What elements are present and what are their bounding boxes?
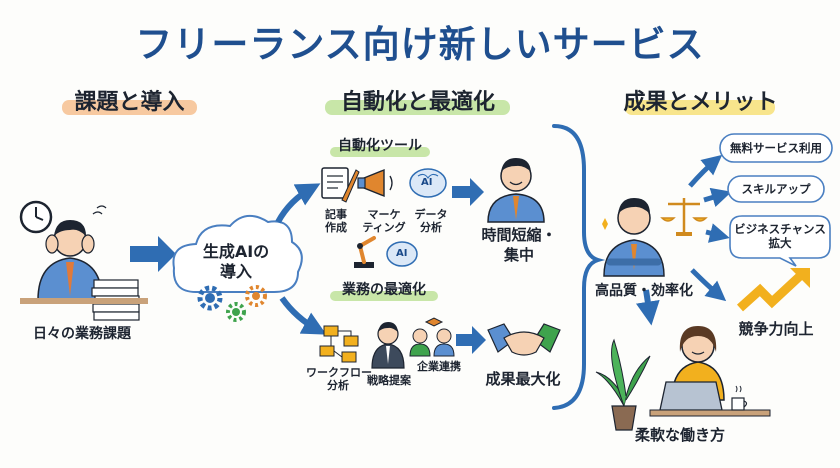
- tools-heading: 自動化ツール: [338, 138, 422, 154]
- businessman-icon: [371, 322, 405, 369]
- section-heading-automation: 自動化と最適化: [340, 90, 495, 115]
- time-result-label: 時間短縮・ 集中: [478, 226, 560, 265]
- section-heading-results: 成果とメリット: [623, 90, 778, 115]
- confident-person-icon: [602, 198, 665, 277]
- arrow-to-competitive: [690, 268, 727, 302]
- tool-marketing-label: マーケ ティング: [356, 208, 412, 234]
- ai-chip-small-label: AI: [396, 248, 408, 259]
- optimize-heading: 業務の最適化: [342, 282, 426, 298]
- handshake-icon: [487, 323, 561, 356]
- opt-workflow-line2: 分析: [327, 379, 349, 393]
- stressed-person-icon: [37, 205, 107, 301]
- competitive-label: 競争力向上: [738, 320, 814, 338]
- clock-icon: [19, 200, 53, 234]
- ai-chip-label: AI: [421, 177, 433, 188]
- arrow-to-tools: [275, 183, 321, 224]
- arrow-to-biz: [705, 223, 730, 243]
- tool-writing-label: 記事 作成: [316, 208, 356, 234]
- tool-data-label: データ 分析: [408, 208, 454, 234]
- workflow-icon: [319, 325, 359, 363]
- bubble-skill-shape: [727, 175, 825, 203]
- arrow-to-optimize: [279, 296, 327, 335]
- page-title: フリーランス向け新しいサービス: [135, 23, 705, 66]
- arrow-to-cloud: [130, 236, 176, 272]
- highlight-tools: [330, 147, 430, 157]
- table-shape: [649, 409, 771, 417]
- daily-tasks-label: 日々の業務課題: [33, 326, 131, 342]
- tool-writing-line1: 記事: [325, 208, 347, 221]
- coffee-cup-icon: [731, 385, 748, 411]
- max-result-label: 成果最大化: [485, 370, 561, 388]
- cloud-label-line1: 生成AIの: [202, 242, 270, 261]
- arrow-to-skill: [703, 187, 732, 208]
- bubble-free-label: 無料サービス利用: [730, 141, 822, 155]
- arrow-to-handshake: [456, 326, 486, 354]
- opt-workflow-line1: ワークフロー: [306, 366, 372, 379]
- cloud-label: 生成AIの 導入: [186, 242, 286, 282]
- highlight-results: [625, 100, 775, 115]
- opt-workflow-label: ワークフロー 分析: [306, 366, 372, 393]
- happy-person-icon: [487, 158, 545, 223]
- tool-data-line1: データ: [414, 208, 448, 221]
- ai-brain-small-icon: [386, 241, 418, 267]
- arrow-to-time: [452, 178, 484, 206]
- desk-shape: [20, 298, 148, 304]
- highlight-challenge: [62, 100, 197, 115]
- opt-strategy-label: 戦略提案: [367, 374, 411, 387]
- highlight-optimize: [330, 291, 438, 301]
- growth-arrow-icon: [736, 272, 804, 312]
- bubble-biz-shape: [729, 215, 831, 267]
- document-icon: [321, 167, 360, 203]
- cloud-shape: [172, 215, 303, 293]
- scale-icon: [660, 198, 708, 236]
- time-result-line2: 集中: [503, 245, 534, 264]
- bubble-biz-label: ビジネスチャンス 拡大: [730, 222, 830, 251]
- megaphone-icon: [357, 168, 393, 198]
- partners-icon: [409, 317, 455, 357]
- tool-marketing-line2: ティング: [362, 221, 406, 235]
- tool-data-line2: 分析: [420, 221, 442, 235]
- cloud-label-line2: 導入: [219, 262, 252, 281]
- section-heading-challenge: 課題と導入: [74, 90, 185, 115]
- time-result-line1: 時間短縮・: [481, 226, 557, 244]
- tool-marketing-line1: マーケ: [367, 208, 401, 221]
- highlight-automation: [325, 100, 510, 115]
- gear-icon: [197, 285, 267, 322]
- bubble-skill-label: スキルアップ: [741, 182, 811, 196]
- bubble-biz-line2: 拡大: [768, 236, 792, 251]
- flexible-label: 柔軟な働き方: [634, 426, 725, 444]
- opt-partner-label: 企業連携: [417, 360, 461, 373]
- robot-arm-icon: [354, 236, 376, 268]
- bubble-free-shape: [719, 133, 833, 163]
- tool-writing-line2: 作成: [325, 221, 347, 235]
- curly-brace: [552, 124, 606, 410]
- bubble-biz-line1: ビジネスチャンス: [734, 222, 826, 236]
- arrow-to-flexible: [635, 289, 660, 326]
- plant-icon: [595, 338, 651, 431]
- laptop-icon: [659, 381, 723, 411]
- arrow-to-free: [688, 154, 723, 188]
- ai-brain-icon: [409, 168, 447, 198]
- quality-label: 高品質・効率化: [595, 283, 693, 299]
